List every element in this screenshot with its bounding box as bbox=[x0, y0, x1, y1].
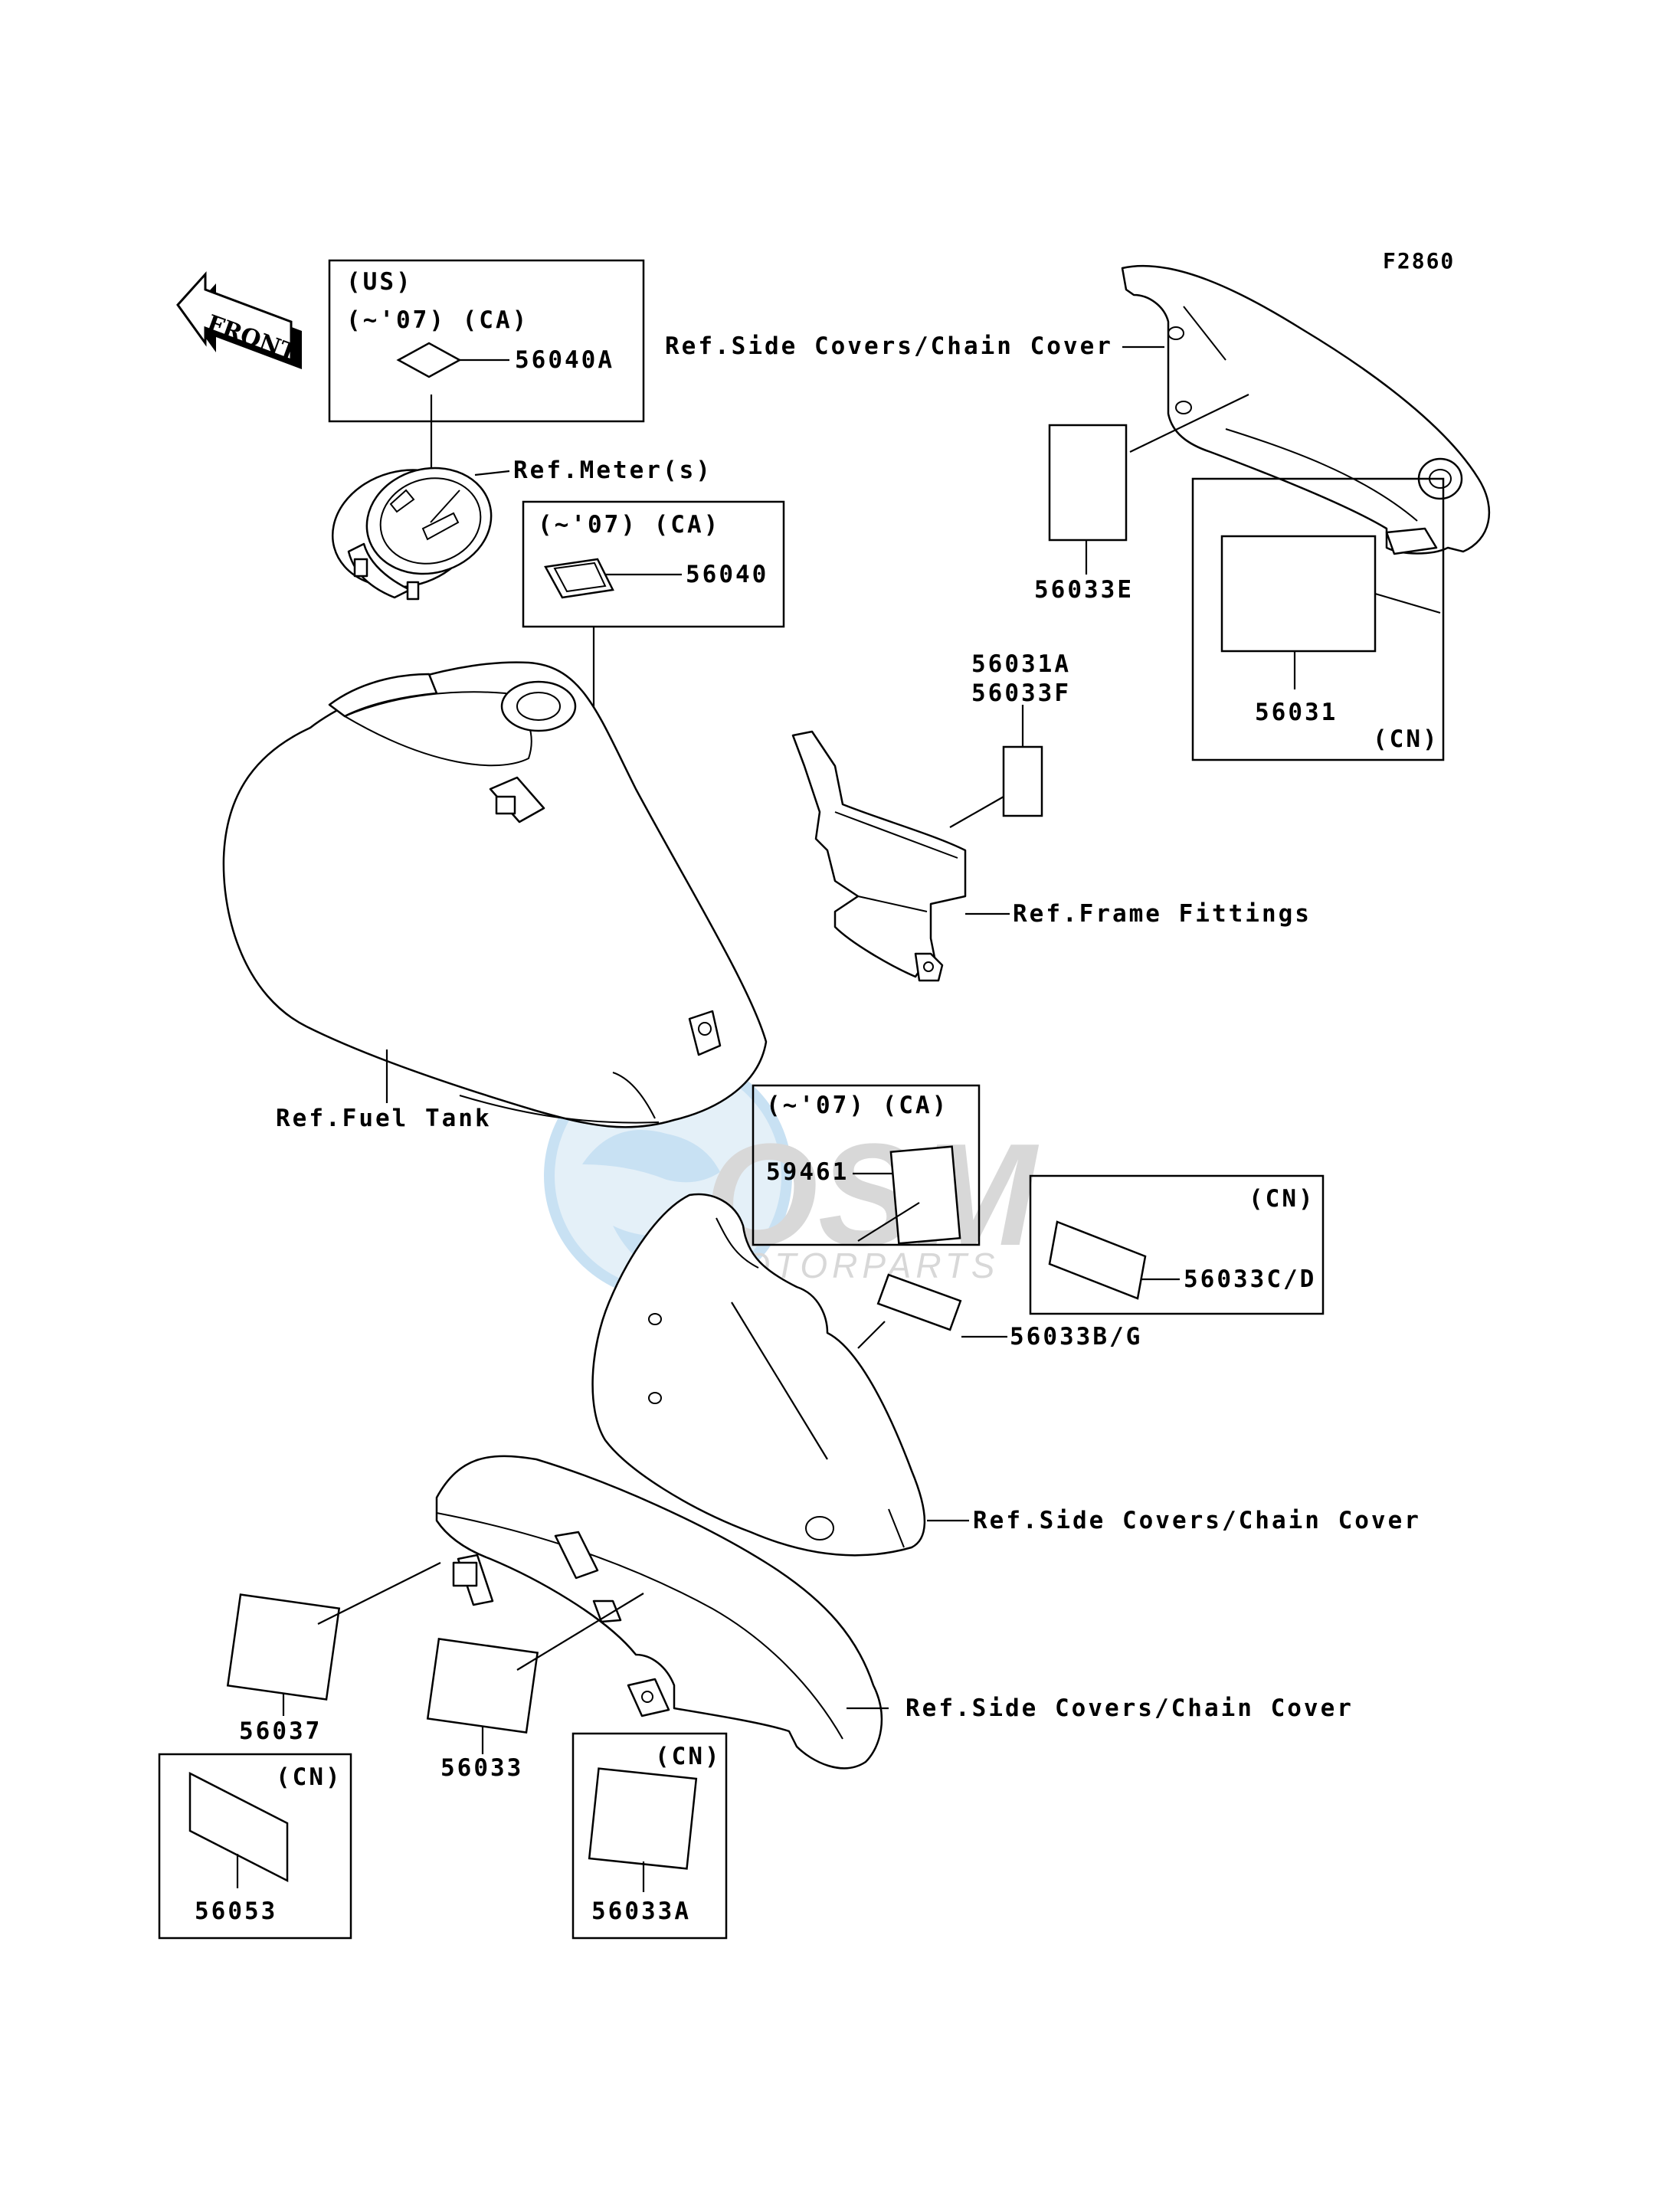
part-56033BG: 56033B/G bbox=[1010, 1323, 1142, 1351]
box-cn-56033a-tag: (CN) bbox=[655, 1743, 722, 1770]
part-56033F: 56033F bbox=[971, 679, 1071, 707]
part-56053: 56053 bbox=[195, 1897, 277, 1925]
decal-56053 bbox=[188, 1771, 289, 1883]
ref-frame-fittings: Ref.Frame Fittings bbox=[1013, 900, 1312, 928]
side-cover-top-drawing bbox=[1121, 264, 1490, 555]
part-56040A: 56040A bbox=[515, 346, 614, 374]
part-56033A: 56033A bbox=[591, 1897, 691, 1925]
decal-56040A bbox=[396, 342, 462, 378]
box-cn-56053-tag: (CN) bbox=[276, 1763, 342, 1791]
part-56033: 56033 bbox=[440, 1754, 523, 1782]
box-ca-period: (~'07) (CA) bbox=[538, 511, 720, 539]
figure-code: F2860 bbox=[1383, 248, 1455, 273]
box-us-ca-period: (~'07) (CA) bbox=[346, 306, 529, 334]
callout-box-us-ca: (US) (~'07) (CA) 56040A bbox=[328, 259, 645, 423]
decal-56031 bbox=[1220, 535, 1377, 653]
ref-meter: Ref.Meter(s) bbox=[513, 457, 712, 484]
decal-56031A-56033F bbox=[1002, 745, 1043, 817]
part-56033CD: 56033C/D bbox=[1184, 1265, 1316, 1293]
decal-56033A bbox=[588, 1767, 698, 1870]
ref-side-cover-top: Ref.Side Covers/Chain Cover bbox=[665, 332, 1113, 360]
callout-box-cn-56033a: (CN) 56033A bbox=[571, 1732, 728, 1940]
part-56040: 56040 bbox=[686, 561, 768, 588]
callout-box-cn-56053: (CN) 56053 bbox=[158, 1753, 352, 1940]
decal-56033CD bbox=[1048, 1220, 1147, 1300]
fuel-tank-drawing bbox=[222, 661, 768, 1128]
decal-56037 bbox=[226, 1593, 341, 1701]
chain-cover-drawing bbox=[435, 1455, 883, 1770]
part-56031: 56031 bbox=[1255, 699, 1338, 726]
decal-56033BG bbox=[876, 1273, 962, 1331]
box-ca-59461-period: (~'07) (CA) bbox=[766, 1092, 948, 1119]
ref-side-cover-mid: Ref.Side Covers/Chain Cover bbox=[973, 1507, 1421, 1534]
box-cn-56031-tag: (CN) bbox=[1373, 725, 1439, 753]
callout-box-cn-56033cd: (CN) 56033C/D bbox=[1029, 1174, 1325, 1315]
decal-56033E bbox=[1048, 424, 1128, 542]
part-56033E: 56033E bbox=[1034, 576, 1134, 604]
part-56037: 56037 bbox=[239, 1717, 322, 1745]
callout-box-cn-56031: 56031 (CN) bbox=[1191, 477, 1445, 761]
side-cover-mid-drawing bbox=[591, 1193, 926, 1557]
part-56031A: 56031A bbox=[971, 650, 1071, 678]
box-cn-56033cd-tag: (CN) bbox=[1249, 1185, 1315, 1213]
callout-box-ca-59461: (~'07) (CA) 59461 bbox=[752, 1084, 981, 1246]
decal-59461 bbox=[889, 1145, 961, 1245]
decal-56033 bbox=[426, 1638, 539, 1734]
meter-drawing bbox=[331, 467, 493, 601]
front-arrow-icon: FRONT bbox=[176, 271, 302, 369]
frame-fitting-drawing bbox=[791, 730, 967, 982]
ref-fuel-tank: Ref.Fuel Tank bbox=[276, 1105, 492, 1132]
part-59461: 59461 bbox=[766, 1158, 849, 1186]
watermark-brand: OSM bbox=[705, 1114, 1040, 1276]
ref-side-cover-bottom: Ref.Side Covers/Chain Cover bbox=[905, 1694, 1354, 1722]
box-us-region: (US) bbox=[346, 268, 413, 296]
callout-box-ca-56040: (~'07) (CA) 56040 bbox=[522, 500, 785, 628]
